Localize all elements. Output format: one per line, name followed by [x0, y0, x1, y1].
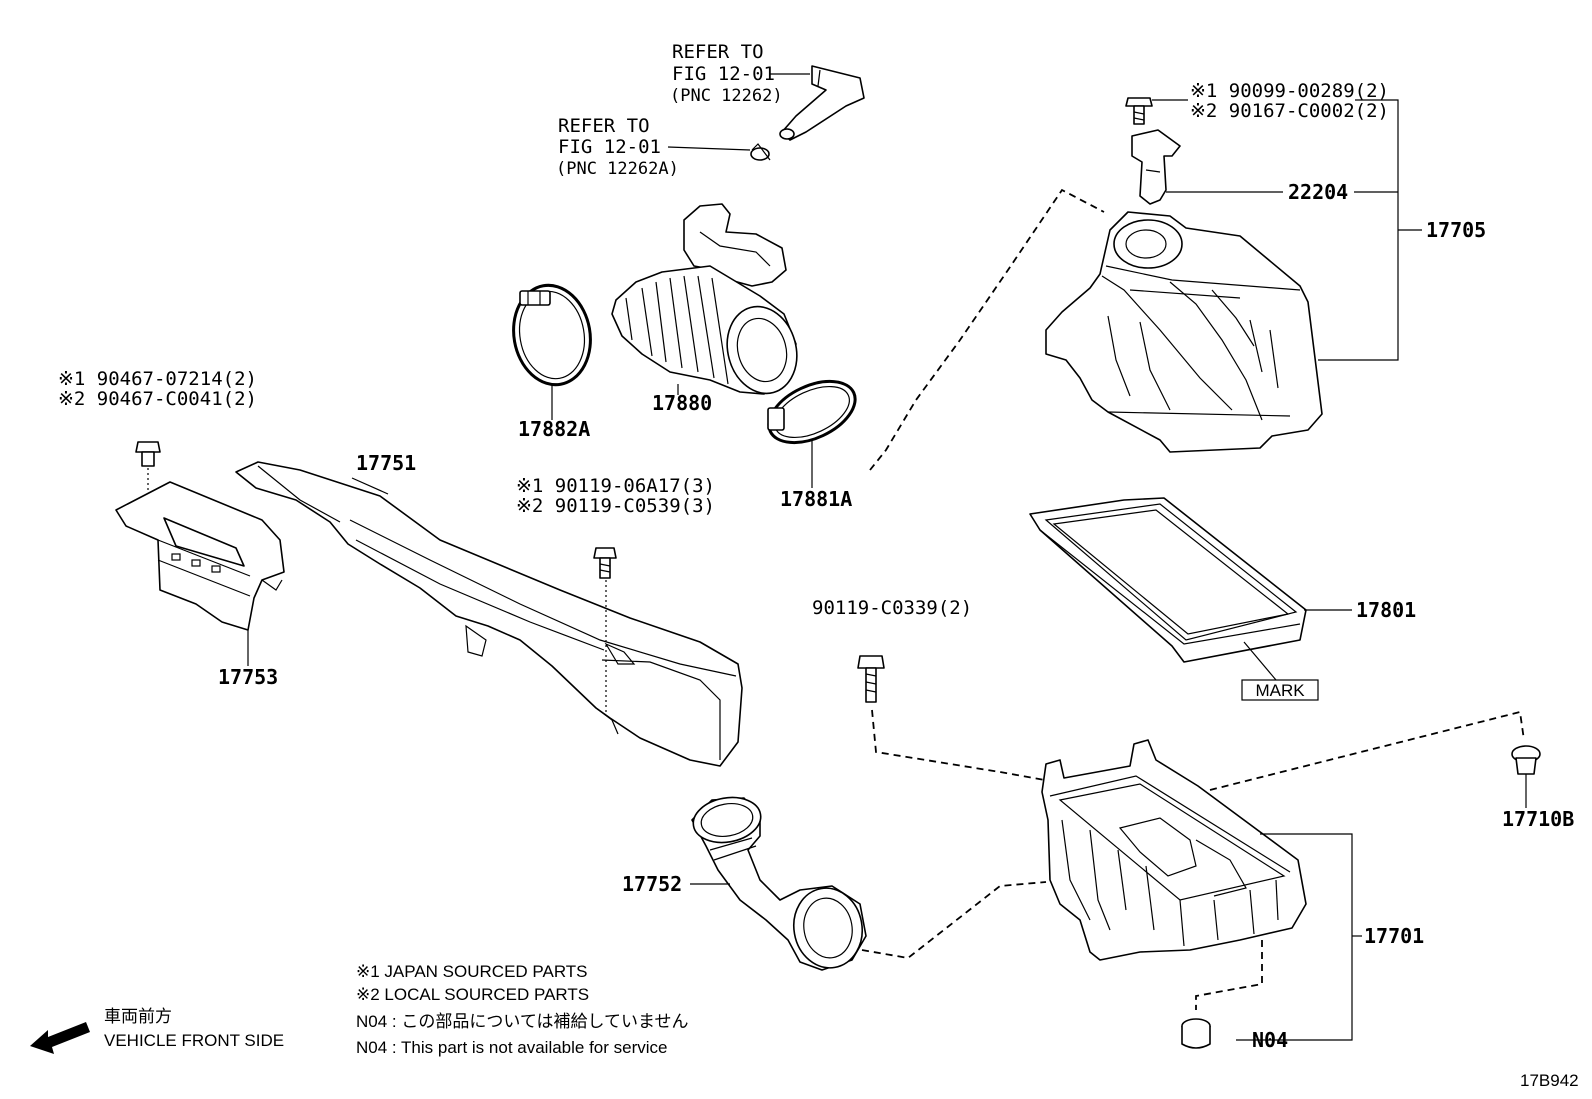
part-number-17880: 17880 — [652, 391, 712, 415]
note-japan-sourced: ※1 JAPAN SOURCED PARTS — [356, 962, 588, 981]
part-number-n04: N04 — [1252, 1028, 1288, 1052]
vehicle-front-direction: 車両前方 VEHICLE FRONT SIDE — [30, 1007, 284, 1054]
screw-icon — [1125, 97, 1153, 125]
svg-text:※1 90099-00289(2): ※1 90099-00289(2) — [1190, 80, 1389, 102]
mass-air-flow-sensor-icon — [1131, 129, 1181, 205]
air-cleaner-case-icon — [1041, 739, 1307, 961]
air-filter-element-icon — [1029, 497, 1307, 663]
grommet-icon — [1511, 745, 1541, 775]
note-n04-japanese: N04 : この部品については補給していません — [356, 1012, 689, 1031]
bolt-icon — [593, 547, 617, 579]
figure-code: 17B942 — [1520, 1071, 1579, 1090]
svg-text:VEHICLE FRONT SIDE: VEHICLE FRONT SIDE — [104, 1031, 284, 1050]
svg-text:※2 90119-C0539(3): ※2 90119-C0539(3) — [516, 495, 715, 517]
part-number-22204: 22204 — [1288, 180, 1348, 204]
assembly-dashed-line — [869, 188, 1105, 471]
note-n04-english: N04 : This part is not available for ser… — [356, 1038, 668, 1057]
leader-line — [667, 146, 751, 151]
svg-text:※1 90119-06A17(3): ※1 90119-06A17(3) — [516, 475, 715, 497]
part-number-17710b: 17710B — [1502, 807, 1574, 831]
assembly-dashed-line — [1195, 940, 1263, 1010]
fastener-90119-06a17-label: ※1 90119-06A17(3) ※2 90119-C0539(3) — [516, 475, 715, 517]
svg-text:(PNC 12262): (PNC 12262) — [670, 86, 783, 106]
mark-label: MARK — [1255, 681, 1305, 700]
front-arrow-icon — [30, 1022, 90, 1054]
refer-to-label-pnc-12262: REFER TO FIG 12-01 (PNC 12262) — [670, 41, 783, 106]
part-number-17753: 17753 — [218, 665, 278, 689]
hose-clamp-icon — [512, 283, 592, 387]
hose-clip-icon — [750, 143, 771, 161]
fastener-90119-c0339-label: 90119-C0339(2) — [812, 597, 972, 619]
intake-air-hose-icon — [611, 203, 798, 395]
svg-text:車両前方: 車両前方 — [104, 1007, 172, 1026]
part-number-17752: 17752 — [622, 872, 682, 896]
refer-to-label-pnc-12262a: REFER TO FIG 12-01 (PNC 12262A) — [556, 115, 679, 179]
vacuum-hose-icon — [779, 65, 865, 141]
bracket-line-17705 — [1318, 99, 1399, 361]
part-number-17801: 17801 — [1356, 598, 1416, 622]
part-number-17882a: 17882A — [518, 417, 590, 441]
air-inlet-hose-icon — [691, 796, 867, 971]
fastener-90467-label: ※1 90467-07214(2) ※2 90467-C0041(2) — [58, 368, 257, 410]
svg-text:(PNC 12262A): (PNC 12262A) — [556, 159, 679, 179]
note-local-sourced: ※2 LOCAL SOURCED PARTS — [356, 985, 589, 1004]
svg-text:FIG 12-01: FIG 12-01 — [672, 63, 775, 85]
fastener-90099-label: ※1 90099-00289(2) ※2 90167-C0002(2) — [1190, 80, 1389, 122]
legend-notes: ※1 JAPAN SOURCED PARTS ※2 LOCAL SOURCED … — [356, 962, 689, 1057]
bolt-icon — [135, 441, 161, 467]
svg-text:※2 90167-C0002(2): ※2 90167-C0002(2) — [1190, 100, 1389, 122]
assembly-dashed-line — [1209, 710, 1525, 791]
air-intake-guide-icon — [115, 481, 285, 631]
svg-text:※2 90467-C0041(2): ※2 90467-C0041(2) — [58, 388, 257, 410]
leader-line — [1243, 641, 1277, 681]
part-number-17705: 17705 — [1426, 218, 1486, 242]
intake-duct-icon — [235, 461, 743, 767]
bolt-icon — [857, 655, 885, 703]
mark-label-box — [1241, 679, 1319, 701]
part-number-17751: 17751 — [356, 451, 416, 475]
hose-clamp-icon — [767, 379, 857, 445]
drain-plug-icon — [1181, 1018, 1211, 1049]
svg-text:REFER TO: REFER TO — [558, 115, 650, 137]
part-number-17701: 17701 — [1364, 924, 1424, 948]
svg-text:FIG 12-01: FIG 12-01 — [558, 136, 661, 158]
air-cleaner-cap-icon — [1045, 211, 1323, 453]
bracket-line-17701 — [1236, 833, 1353, 1041]
svg-text:※1 90467-07214(2): ※1 90467-07214(2) — [58, 368, 257, 390]
leader-line — [351, 477, 389, 495]
part-number-17881a: 17881A — [780, 487, 852, 511]
svg-text:REFER TO: REFER TO — [672, 41, 764, 63]
assembly-dashed-line — [861, 881, 1047, 959]
